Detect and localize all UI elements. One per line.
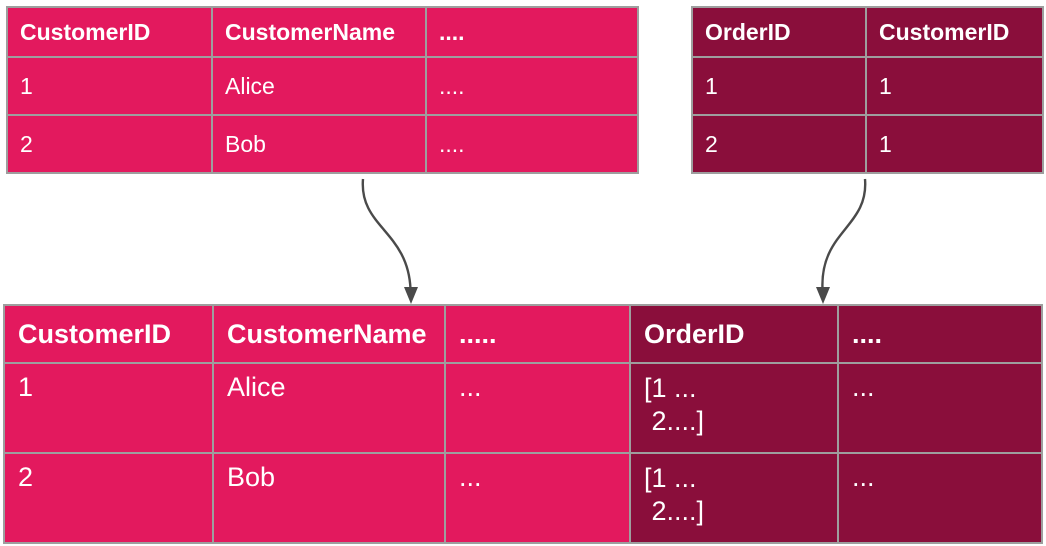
customers-cell-name: Bob	[211, 114, 427, 174]
customers-cell-id: 1	[6, 56, 213, 116]
customers-row: 2 Bob ....	[6, 114, 639, 174]
orders-cell-orderid: 2	[691, 114, 867, 174]
customers-col-customername: CustomerName	[211, 6, 427, 58]
merged-cell-more2: ...	[837, 452, 1043, 544]
orders-table: OrderID CustomerID 1 1 2 1	[691, 6, 1044, 174]
orders-cell-customerid: 1	[865, 114, 1044, 174]
customers-cell-more: ....	[425, 114, 639, 174]
merged-cell-customername: Bob	[212, 452, 446, 544]
customers-table: CustomerID CustomerName .... 1 Alice ...…	[6, 6, 639, 174]
merged-col-customerid: CustomerID	[3, 304, 214, 364]
customers-col-customerid: CustomerID	[6, 6, 213, 58]
orders-cell-orderid: 1	[691, 56, 867, 116]
merged-header-row: CustomerID CustomerName ..... OrderID ..…	[3, 304, 1043, 364]
orders-col-orderid: OrderID	[691, 6, 867, 58]
customers-to-merged-arrow-icon	[361, 178, 412, 290]
merged-col-orderid: OrderID	[629, 304, 839, 364]
orders-to-merged-arrow-icon	[821, 178, 867, 290]
merged-col-customername: CustomerName	[212, 304, 446, 364]
orders-row: 1 1	[691, 56, 1044, 116]
merged-cell-more: ...	[444, 362, 631, 454]
merged-cell-customerid: 2	[3, 452, 214, 544]
customers-cell-more: ....	[425, 56, 639, 116]
customers-row: 1 Alice ....	[6, 56, 639, 116]
customers-arrowhead-icon	[404, 287, 418, 304]
customers-cell-name: Alice	[211, 56, 427, 116]
merged-cell-more2: ...	[837, 362, 1043, 454]
merged-cell-customerid: 1	[3, 362, 214, 454]
merged-cell-customername: Alice	[212, 362, 446, 454]
customers-cell-id: 2	[6, 114, 213, 174]
customers-col-more: ....	[425, 6, 639, 58]
orders-cell-customerid: 1	[865, 56, 1044, 116]
merged-col-more2: ....	[837, 304, 1043, 364]
merged-cell-more: ...	[444, 452, 631, 544]
orders-row: 2 1	[691, 114, 1044, 174]
merged-row: 1 Alice ... [1 ... 2....] ...	[3, 362, 1043, 454]
merged-cell-orderids: [1 ... 2....]	[629, 362, 839, 454]
merged-table: CustomerID CustomerName ..... OrderID ..…	[3, 304, 1043, 544]
merged-col-more: .....	[444, 304, 631, 364]
merged-cell-orderids: [1 ... 2....]	[629, 452, 839, 544]
orders-col-customerid: CustomerID	[865, 6, 1044, 58]
merged-row: 2 Bob ... [1 ... 2....] ...	[3, 452, 1043, 544]
customers-header-row: CustomerID CustomerName ....	[6, 6, 639, 58]
orders-arrowhead-icon	[816, 287, 830, 304]
orders-header-row: OrderID CustomerID	[691, 6, 1044, 58]
